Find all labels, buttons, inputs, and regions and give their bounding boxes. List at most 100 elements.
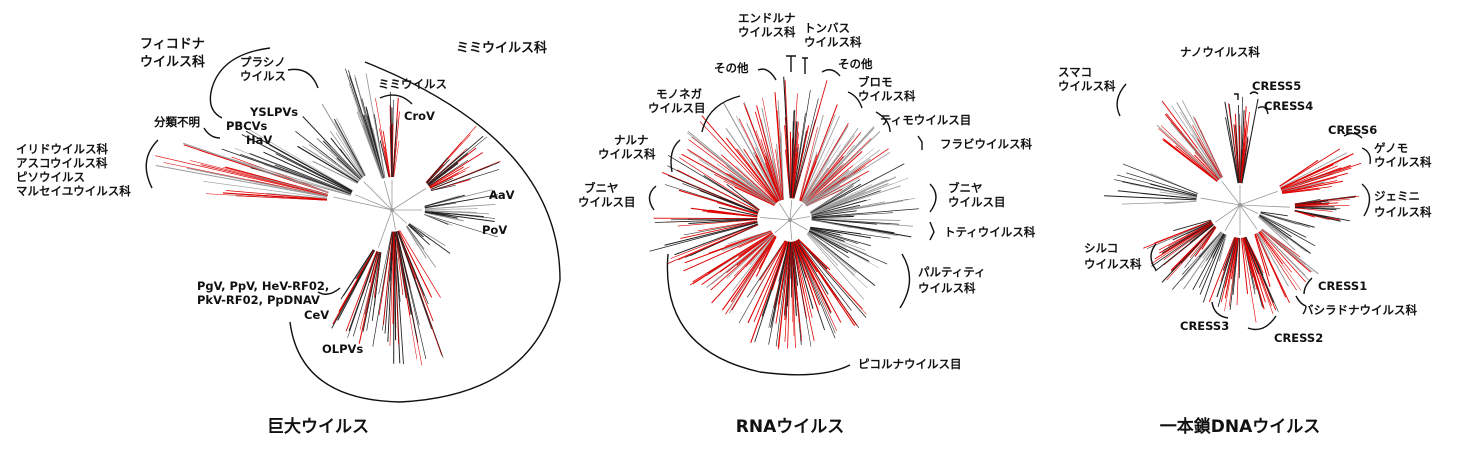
branch-20 <box>754 111 782 201</box>
branch-179 <box>372 231 393 347</box>
label-narna-1: ナルナ <box>614 133 649 147</box>
branch-234 <box>1259 215 1292 238</box>
branch-36 <box>393 111 400 178</box>
branch-108 <box>801 139 835 202</box>
branch-163 <box>387 231 394 342</box>
branch-11 <box>1160 125 1219 181</box>
branch-65 <box>734 186 775 206</box>
branch-157 <box>811 208 919 218</box>
branch-118 <box>1149 183 1198 197</box>
tombus-bracket <box>802 57 808 74</box>
branch-55 <box>732 171 776 205</box>
branch-101 <box>1294 206 1341 210</box>
branch-243 <box>1259 214 1290 230</box>
label-mimivirus: ミミウイルス <box>378 77 447 91</box>
branch-61 <box>330 146 362 179</box>
branch-196 <box>384 231 394 334</box>
branch-119 <box>1117 190 1197 200</box>
branch-73 <box>155 164 328 198</box>
branch-219 <box>718 207 758 217</box>
mononega-bracket <box>701 95 741 133</box>
branch-194 <box>395 231 417 337</box>
branch-126 <box>804 165 854 205</box>
branch-204 <box>348 251 378 332</box>
branch-197 <box>683 220 758 236</box>
branch-84 <box>1294 207 1337 211</box>
branch-stem <box>383 180 393 211</box>
label-mononega-1: モノネガ <box>656 87 702 101</box>
branch-63 <box>321 103 366 177</box>
branch-38 <box>698 158 775 206</box>
branch-198 <box>1184 226 1217 268</box>
branch-320 <box>745 234 775 268</box>
label-bacilla: バシラドナウイルス科 <box>1302 303 1417 317</box>
branch-213 <box>1158 222 1213 251</box>
branch-19 <box>1192 124 1222 178</box>
branch-316 <box>683 231 772 272</box>
label-smaco-1: スマコ <box>1058 65 1092 79</box>
label-cev: CeV <box>304 308 329 322</box>
label-prasino-1: プラシノ <box>240 55 286 69</box>
smaco-bracket <box>1116 83 1127 117</box>
branch-208 <box>1180 225 1216 264</box>
branch-107 <box>1121 201 1197 205</box>
branch-215 <box>340 249 374 300</box>
branch-236 <box>1258 216 1289 241</box>
branch-30 <box>765 148 781 201</box>
label-mimiviridae: ミミウイルス科 <box>456 40 547 56</box>
branch-158 <box>424 211 496 219</box>
branch-344 <box>730 235 776 303</box>
branch-31 <box>379 128 390 178</box>
branch-117 <box>804 151 863 205</box>
mimivirus-bracket <box>379 94 413 105</box>
branch-174 <box>810 179 892 215</box>
label-endorna-1: エンドルナ <box>738 11 796 25</box>
branch-87 <box>225 166 329 196</box>
branch-104 <box>1294 209 1350 222</box>
branch-166 <box>811 217 901 221</box>
toti-bracket <box>929 221 935 241</box>
branch-130 <box>800 115 840 202</box>
branch-137 <box>427 153 468 186</box>
label-genomo-2: ウイルス科 <box>1374 155 1432 169</box>
branch-182 <box>1260 230 1306 283</box>
branch-331 <box>749 234 775 266</box>
branch-228 <box>1202 232 1223 259</box>
branch-57 <box>335 162 360 181</box>
branch-45 <box>721 154 777 204</box>
branch-56 <box>1279 159 1319 187</box>
branch-143 <box>804 131 881 205</box>
branch-79 <box>1282 188 1320 194</box>
branch-117 <box>1130 183 1197 198</box>
branch-183 <box>1258 231 1283 265</box>
branch-75 <box>1282 186 1313 193</box>
branch-345 <box>722 235 776 311</box>
branch-24 <box>354 74 384 179</box>
rna-virus-title: RNAウイルス <box>736 417 844 437</box>
ssdna-virus-title: 一本鎖DNAウイルス <box>1160 416 1321 437</box>
branch-181 <box>810 191 866 215</box>
branch-stem <box>789 219 808 231</box>
label-aav: AaV <box>489 188 515 202</box>
branch-225 <box>654 218 758 223</box>
branch-106 <box>263 164 352 195</box>
cress6-bracket <box>1343 132 1363 139</box>
label-nano: ナノウイルス科 <box>1180 45 1260 59</box>
branch-244 <box>1260 212 1310 228</box>
label-crov: CroV <box>404 109 435 123</box>
branch-343 <box>719 233 774 273</box>
branch-49 <box>339 148 363 178</box>
branch-232 <box>406 226 435 267</box>
branch-70 <box>200 164 328 196</box>
label-phyco-2: ウイルス科 <box>140 54 205 70</box>
branch-39 <box>1239 96 1243 184</box>
branch-stem <box>789 203 803 221</box>
branch-stem <box>789 216 810 221</box>
branch-205 <box>1189 224 1214 243</box>
mimiviridae-bracket <box>289 61 561 403</box>
giant-virus-tree <box>155 68 501 366</box>
branch-314 <box>738 231 772 248</box>
pgv-bracket <box>317 287 341 295</box>
label-irido-1: イリドウイルス科 <box>16 142 108 156</box>
branch-8 <box>1175 145 1218 182</box>
